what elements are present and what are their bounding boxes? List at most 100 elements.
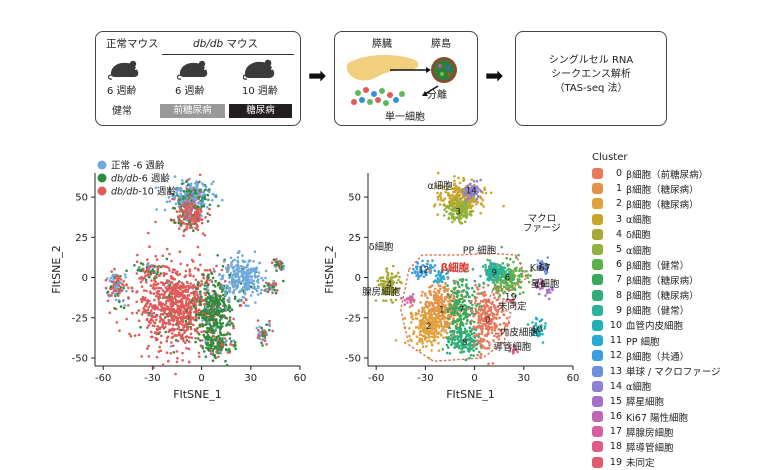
scatter-point [208, 190, 211, 194]
scatter-point [212, 348, 215, 351]
scatter-point [467, 206, 471, 210]
scatter-point [446, 310, 450, 314]
scatter-point [543, 264, 546, 267]
scatter-point [214, 318, 218, 321]
scatter-point [206, 198, 209, 202]
scatter-point [385, 267, 388, 271]
scatter-point [218, 302, 222, 306]
scatter-point [223, 337, 227, 340]
scatter-point [124, 276, 127, 279]
scatter-point [215, 264, 218, 268]
scatter-point [208, 207, 211, 211]
scatter-point [418, 323, 422, 327]
scatter-point [417, 274, 420, 278]
scatter-point [478, 341, 481, 345]
scatter-point [422, 307, 426, 310]
pancreas-label: 膵臓 [372, 39, 392, 50]
scatter-point [182, 197, 185, 200]
scatter-point [151, 271, 154, 274]
scatter-point [251, 291, 254, 294]
scatter-point [453, 309, 457, 312]
scatter-point [456, 338, 460, 341]
scatter-point [539, 277, 542, 281]
scatter-point [205, 322, 208, 326]
scatter-point [508, 345, 511, 348]
scatter-point [461, 344, 465, 347]
scatter-point [457, 219, 461, 222]
scatter-point [456, 190, 459, 194]
scatter-point [171, 271, 174, 274]
scatter-point [479, 321, 482, 325]
scatter-point [244, 284, 248, 287]
scatter-point [495, 324, 499, 327]
scatter-point [453, 313, 456, 317]
scatter-point [445, 325, 448, 329]
cell-type-annotation: ファージ [523, 223, 561, 234]
scatter-point [486, 340, 489, 343]
scatter-point [460, 351, 463, 354]
scatter-point [239, 304, 243, 307]
scatter-point [488, 313, 492, 316]
cell-type-annotation: 19 [505, 292, 517, 303]
cluster-number: 7 [615, 274, 622, 286]
legend-marker [97, 160, 107, 170]
scatter-point [230, 265, 233, 268]
scatter-point [122, 299, 125, 302]
scatter-point [119, 305, 123, 308]
scatter-point [220, 344, 224, 347]
scatter-point [155, 355, 159, 359]
scatter-point [228, 319, 232, 322]
scatter-point [208, 268, 212, 272]
scatter-point [546, 266, 549, 269]
y-tick-label: -50 [72, 353, 88, 364]
scatter-point [185, 227, 188, 231]
scatter-point [436, 294, 440, 297]
scatter-point [438, 203, 442, 206]
scatter-point [127, 286, 130, 290]
scatter-point [159, 341, 163, 344]
scatter-point [403, 299, 407, 302]
scatter-point [494, 268, 497, 272]
scatter-point [432, 280, 436, 284]
scatter-point [489, 276, 492, 279]
scatter-point [442, 199, 445, 202]
scatter-point [442, 336, 445, 340]
scatter-point [430, 335, 434, 338]
cluster-label: δ細胞 [626, 230, 651, 242]
scatter-point [140, 313, 144, 316]
scatter-point [437, 273, 440, 277]
scatter-point [482, 338, 485, 341]
scatter-point [171, 300, 174, 304]
scatter-point [196, 327, 199, 330]
scatter-point [125, 269, 128, 273]
scatter-point [472, 200, 475, 204]
scatter-point [187, 183, 190, 187]
scatter-point [173, 292, 176, 296]
scatter-point [206, 338, 210, 341]
scatter-point [510, 285, 514, 289]
scatter-point [482, 319, 485, 322]
scatter-point [470, 332, 474, 336]
scatter-point [257, 286, 260, 290]
scatter-point [502, 298, 505, 301]
scatter-point [412, 267, 415, 271]
scatter-point [182, 234, 185, 237]
scatter-point [483, 290, 486, 294]
cluster-label: β細胞（糖尿病） [626, 184, 699, 196]
scatter-point [492, 280, 496, 284]
scatter-point [161, 363, 165, 367]
scatter-point [188, 215, 191, 218]
scatter-point [184, 300, 188, 303]
scatter-point [202, 311, 205, 315]
scatter-point [260, 341, 263, 345]
scatter-point [463, 269, 467, 272]
scatter-point [218, 272, 222, 276]
scatter-point [464, 345, 468, 349]
scatter-point [207, 305, 210, 308]
cluster-number: 1 [615, 183, 622, 195]
scatter-point [195, 287, 198, 291]
scatter-point [216, 298, 219, 301]
